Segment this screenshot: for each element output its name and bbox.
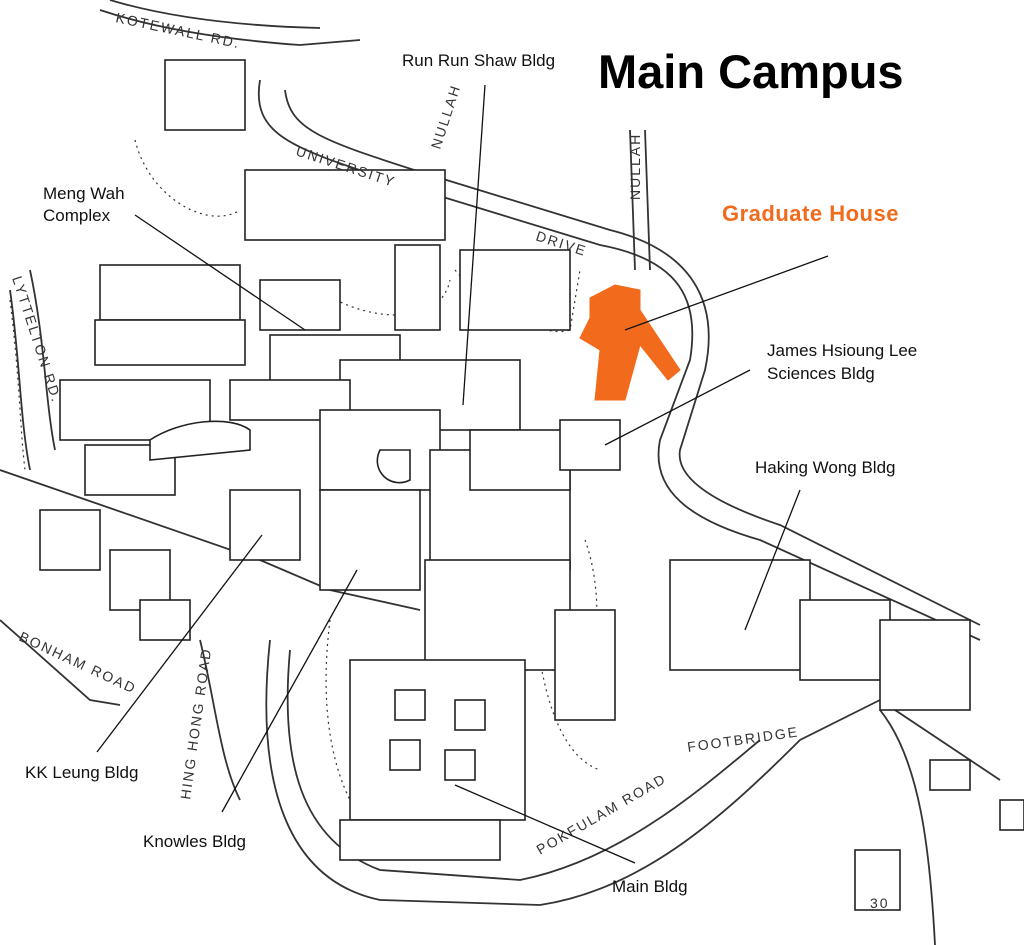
haking-wong-label[interactable]: Haking Wong Bldg: [755, 458, 896, 477]
marker-30-label: 30: [870, 895, 890, 911]
kotewall-road: [99, 9, 361, 46]
footbridge-label: FOOTBRIDGE: [686, 723, 800, 755]
page-title: Main Campus: [598, 45, 904, 98]
lyttelton-road: [9, 289, 31, 471]
pokfulam-road-label: POKFULAM ROAD: [534, 770, 670, 858]
lyttelton-road-edge: [29, 269, 56, 451]
bonham-road-top: [0, 469, 421, 611]
nullah-channel: [629, 129, 651, 271]
leader-run-run-shaw: [462, 84, 486, 406]
leader-kk-leung: [96, 534, 263, 753]
james-hsioung-lee-label-line2[interactable]: Sciences Bldg: [767, 364, 875, 383]
hing-hong-road-label: HING HONG ROAD: [177, 646, 214, 800]
meng-wah-label-line2[interactable]: Complex: [43, 206, 111, 225]
leader-graduate-house: [624, 255, 829, 331]
pokfulam-road-inner: [286, 649, 761, 881]
knowles-label[interactable]: Knowles Bldg: [143, 832, 247, 851]
bonham-road-label: BONHAM ROAD: [17, 628, 140, 697]
nullah-label-2: NULLAH: [627, 133, 643, 200]
graduate-house-label[interactable]: Graduate House: [722, 201, 899, 226]
leader-james-hsioung-lee: [604, 369, 751, 446]
meng-wah-label-line1[interactable]: Meng Wah: [43, 184, 125, 203]
graduate-house-building[interactable]: [579, 284, 681, 401]
buildings: [39, 59, 1024, 911]
kk-leung-label[interactable]: KK Leung Bldg: [25, 763, 139, 782]
run-run-shaw-label[interactable]: Run Run Shaw Bldg: [402, 51, 556, 70]
james-hsioung-lee-label-line1[interactable]: James Hsioung Lee: [767, 341, 918, 360]
leader-main-bldg: [454, 784, 636, 864]
kotewall-road-edge: [109, 0, 321, 29]
university-drive-outer: [257, 79, 981, 641]
leader-knowles: [221, 569, 358, 813]
main-bldg-label[interactable]: Main Bldg: [612, 877, 688, 896]
pokfulam-road-outer: [265, 639, 1001, 906]
bonham-road-bottom: [0, 619, 121, 706]
leader-lines: [96, 84, 829, 864]
nullah-label-1: NULLAH: [428, 82, 464, 151]
leader-haking-wong: [744, 489, 801, 631]
lyttelton-road-label: LYTTELTON RD.: [9, 274, 65, 405]
hing-hong-road: [199, 639, 241, 801]
east-road: [879, 709, 936, 945]
leader-meng-wah: [134, 214, 306, 331]
roads: [0, 0, 1001, 945]
university-drive-inner: [284, 89, 981, 626]
